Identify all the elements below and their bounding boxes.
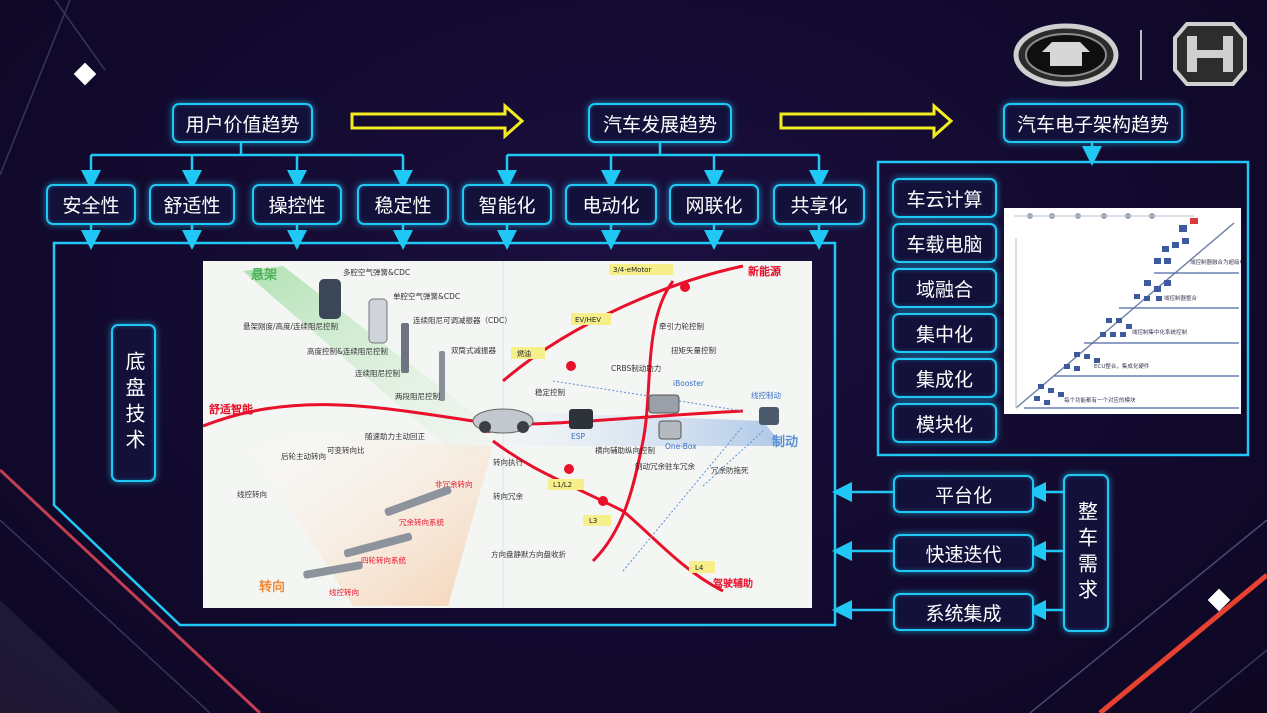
badge-evhev: EV/HEV <box>575 316 601 324</box>
steer-speed-assist: 随速助力主动回正 <box>365 431 425 441</box>
vehicle-need-platform: 平台化 <box>893 475 1034 513</box>
badge-emotor: 3/4-eMotor <box>613 266 651 274</box>
arch-level-1: 域控制器融合为超级电脑 <box>1190 258 1241 266</box>
arch-level-3: 域控制集中化系统控制 <box>1132 328 1188 336</box>
brake-esp: ESP <box>571 432 585 441</box>
sub-brand-logo <box>1173 22 1247 86</box>
auto-dev-item-connected: 网联化 <box>669 184 759 225</box>
steer-nonredundant: 非冗余转向 <box>435 479 473 489</box>
badge-l3: L3 <box>589 517 597 525</box>
brake-crbs: CRBS制动助力 <box>611 363 661 373</box>
ee-arch-item-modular: 模块化 <box>892 403 997 443</box>
badge-l4: L4 <box>695 564 704 572</box>
air-spring-icon <box>368 298 388 344</box>
steer-rear-wheel: 后轮主动转向 <box>281 451 326 461</box>
user-value-item-stability: 稳定性 <box>357 184 449 225</box>
ee-arch-item-domain-fusion: 域融合 <box>892 268 997 308</box>
zone-comfort: 舒适智能 <box>209 402 253 416</box>
brake-ibooster: iBooster <box>673 379 705 388</box>
steering-rack-icon <box>384 486 452 516</box>
zone-driver-assist: 驾驶辅助 <box>712 577 753 590</box>
chassis-tech-label: 底盘技术 <box>111 324 156 482</box>
ee-arch-item-centralize: 集中化 <box>892 313 997 353</box>
ee-arch-item-computer: 车载电脑 <box>892 223 997 263</box>
steer-wire: 线控转向 <box>329 587 359 597</box>
steer-wheel-fold: 方向盘静默方向盘收折 <box>491 549 566 559</box>
steering-rack-icon <box>303 561 363 579</box>
susp-feature-stiffness: 悬架刚度/高度/连续阻尼控制 <box>243 321 338 331</box>
brake-stability: 稳定控制 <box>535 387 565 397</box>
susp-multi-chamber: 多腔空气弹簧&CDC <box>343 267 410 277</box>
ee-arch-item-integrate: 集成化 <box>892 358 997 398</box>
brand-logo <box>1013 23 1119 87</box>
chassis-roadmap-image: 悬架 舒适智能 转向 新能源 制动 驾驶辅助 3/4-eMotor EV/HEV… <box>203 261 812 608</box>
arch-level-5: 每个功能都有一个对应的模块 <box>1064 396 1136 404</box>
steer-four-wheel: 四轮转向系统 <box>361 555 406 565</box>
steer-redundant: 转向冗余 <box>493 491 523 501</box>
user-value-item-handling: 操控性 <box>252 184 342 225</box>
zone-new-energy: 新能源 <box>748 264 781 278</box>
user-value-item-comfort: 舒适性 <box>149 184 235 225</box>
ee-arch-item-cloud: 车云计算 <box>892 178 997 218</box>
badge-l1l2: L1/L2 <box>553 481 572 489</box>
brake-wire: 线控制动 <box>751 390 781 400</box>
steer-line-control: 线控转向 <box>237 489 267 499</box>
ee-arch-trend-header: 汽车电子架构趋势 <box>1003 103 1183 143</box>
vehicle-need-iteration: 快速迭代 <box>893 534 1034 572</box>
steering-rack-icon <box>343 532 413 558</box>
badge-fuel: 燃油 <box>517 349 531 358</box>
steer-exec: 转向执行 <box>493 457 523 467</box>
auto-dev-item-electric: 电动化 <box>565 184 657 225</box>
susp-feature-height: 高度控制&连续阻尼控制 <box>307 346 388 356</box>
susp-single-chamber: 单腔空气弹簧&CDC <box>393 291 460 301</box>
steer-variable-ratio: 可变转向比 <box>327 445 365 455</box>
vehicle-needs-text: 整车需求 <box>1074 501 1099 605</box>
arch-level-4: ECU整合，集成化硬件 <box>1094 362 1150 370</box>
steer-redundant-sys: 冗余转向系统 <box>399 517 444 527</box>
logo-divider <box>1140 30 1142 80</box>
esp-unit-icon <box>569 409 593 429</box>
brake-traction: 牵引力轮控制 <box>659 321 704 331</box>
auto-dev-item-intelligent: 智能化 <box>462 184 552 225</box>
chassis-tech-text: 底盘技术 <box>122 351 146 455</box>
damper-icon <box>401 323 409 373</box>
car-chassis-icon <box>472 408 534 434</box>
damper-icon <box>439 351 445 401</box>
onebox-icon <box>658 420 682 440</box>
brake-lateral: 横向辅助纵向控制 <box>595 445 655 455</box>
susp-feature-continuous: 连续阻尼控制 <box>355 368 400 378</box>
susp-feature-two-stage: 两段阻尼控制 <box>395 391 440 401</box>
zone-suspension: 悬架 <box>251 267 277 283</box>
susp-dual-valve: 双筒式减振器 <box>451 345 496 355</box>
zone-braking: 制动 <box>772 434 798 450</box>
brake-redundant-drag: 冗余防拖死 <box>711 465 749 475</box>
zone-steering: 转向 <box>259 579 285 595</box>
vehicle-needs-label: 整车需求 <box>1063 474 1109 632</box>
ibooster-icon <box>648 394 680 414</box>
air-spring-icon <box>319 279 341 319</box>
arch-level-2: 域控制器整合 <box>1164 294 1198 302</box>
brake-onebox: One-Box <box>665 442 697 451</box>
brake-redundant: 制动冗余驻车冗余 <box>635 461 695 471</box>
wire-brake-icon <box>759 407 779 425</box>
susp-cdc: 连续阻尼可调减振器（CDC） <box>413 315 512 325</box>
auto-dev-trend-header: 汽车发展趋势 <box>588 103 732 143</box>
user-value-trend-header: 用户价值趋势 <box>172 103 313 143</box>
auto-dev-item-shared: 共享化 <box>773 184 865 225</box>
ee-architecture-image: 域控制器融合为超级电脑 域控制器整合 域控制集中化系统控制 ECU整合，集成化硬… <box>1004 208 1241 414</box>
user-value-item-safety: 安全性 <box>46 184 136 225</box>
brake-torque-vector: 扭矩矢量控制 <box>671 345 716 355</box>
vehicle-need-integration: 系统集成 <box>893 593 1034 631</box>
